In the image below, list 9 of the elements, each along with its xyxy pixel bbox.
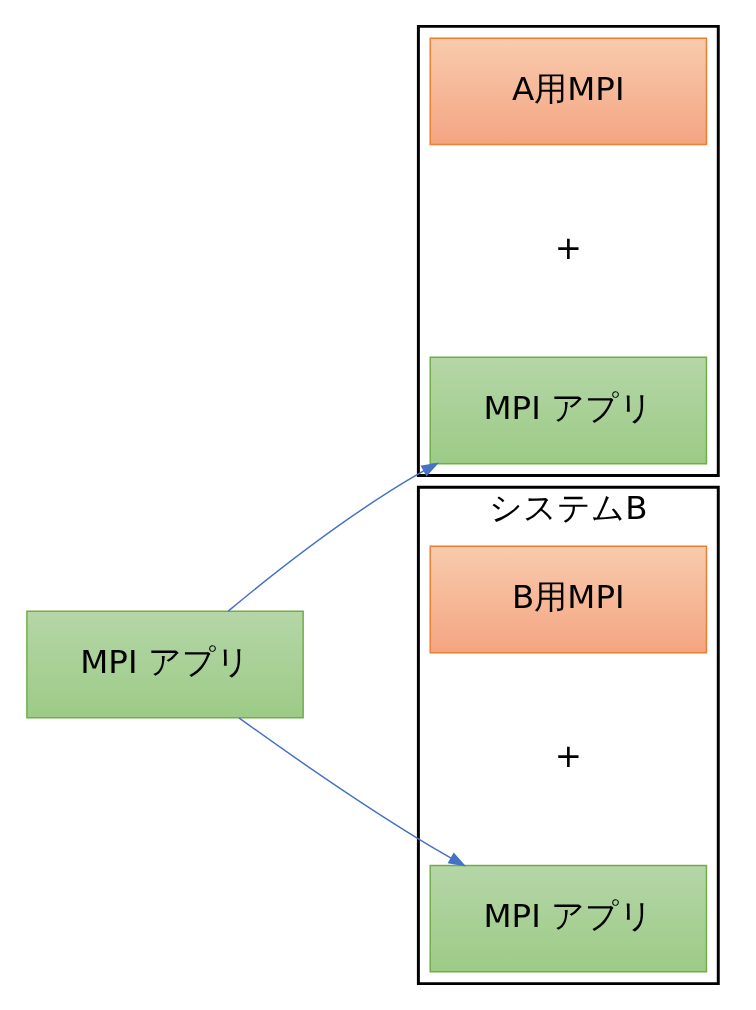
label: + <box>554 229 582 268</box>
node-box: MPI アプリ <box>25 610 304 719</box>
label: + <box>554 737 582 776</box>
node-box: A用MPI <box>428 37 707 146</box>
node-box: B用MPI <box>428 545 707 654</box>
node-box: MPI アプリ <box>428 864 707 973</box>
node-box: MPI アプリ <box>428 356 707 465</box>
arrow <box>237 717 466 867</box>
arrow <box>227 462 439 612</box>
